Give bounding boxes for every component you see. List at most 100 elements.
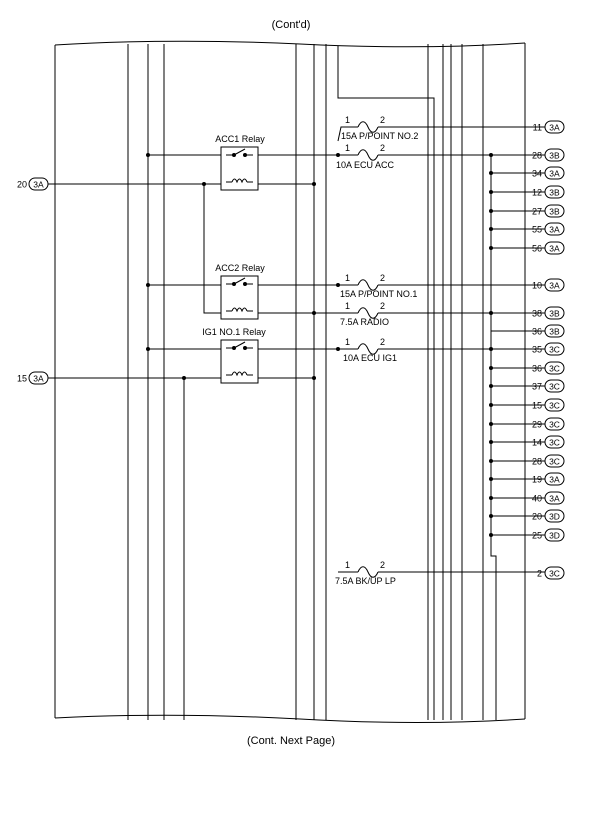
output-connector: 55 3A [532,222,565,236]
input-connector: 20 3A [17,177,49,191]
output-connector-code: 3B [549,327,560,337]
junction-dot [489,171,493,175]
frame-top-edge [54,40,526,48]
output-pin-number: 38 [532,309,542,319]
output-connector-code: 3A [549,281,560,291]
connector-badge [544,379,565,393]
junction-dot [489,459,493,463]
junction-dot [312,182,316,186]
output-connector-code: 3C [549,420,560,430]
junction-dot [146,347,150,351]
output-connector-code: 3B [549,207,560,217]
junction-dot [489,153,493,157]
output-connector-code: 3B [549,188,560,198]
output-connector: 20 3D [532,509,565,523]
junction-dot [312,311,316,315]
output-connector-code: 3B [549,151,560,161]
fuse-symbol-icon [357,121,379,133]
fuse-pin-out: 2 [380,115,385,125]
junction-dot [489,384,493,388]
connector-badge [28,371,49,385]
relay: IG1 NO.1 Relay [202,327,266,384]
fuse-symbol-icon [357,343,379,355]
relay: ACC1 Relay [215,134,265,191]
wires [48,44,545,720]
fuse-symbol-icon [357,566,379,578]
output-pin-number: 40 [532,494,542,504]
output-connector-code: 3A [549,475,560,485]
connector-badge [544,509,565,523]
wire [490,313,545,332]
connector-badge [544,222,565,236]
connector-badge [544,148,565,162]
output-connector-code: 3D [549,512,560,522]
fuse-pin-out: 2 [380,337,385,347]
relay-box [220,339,259,384]
fuse-label: 10A ECU ACC [336,160,395,170]
junction-dot [489,422,493,426]
output-bus-line [490,155,497,720]
wire [203,184,226,314]
output-connector-code: 3D [549,531,560,541]
junction-dot [146,283,150,287]
output-pin-number: 55 [532,225,542,235]
relay-box [220,275,259,320]
junction-dot [489,440,493,444]
fuse-pin-in: 1 [345,301,350,311]
output-connector-code: 3C [549,401,560,411]
junction-dot [489,366,493,370]
output-connector-code: 3A [549,123,560,133]
connector-badge [544,204,565,218]
fuse-pin-in: 1 [345,115,350,125]
output-connector-code: 3C [549,364,560,374]
fuse-pin-out: 2 [380,273,385,283]
junction-dot [336,283,340,287]
fuse-pin-in: 1 [345,273,350,283]
output-pin-number: 20 [532,512,542,522]
connector-badge [544,166,565,180]
relay-switch-icon [233,148,246,156]
continued-note: (Cont'd) [271,19,311,31]
connector-badge [544,342,565,356]
frame-bottom-edge [54,714,526,723]
connector-badge [544,120,565,134]
connector-badge [544,324,565,338]
output-connector-code: 3A [549,169,560,179]
page-frame [54,40,526,723]
output-pin-number: 27 [532,207,542,217]
relay-coil-icon [231,371,248,377]
junction-dot [336,347,340,351]
bus-line [337,46,435,720]
input-connector-code: 3A [33,180,44,190]
output-connector-code: 3A [549,225,560,235]
connector-badge [544,185,565,199]
junction-dot [489,477,493,481]
connector-badge [544,566,565,580]
input-pin-number: 20 [17,180,27,190]
output-pin-number: 28 [532,151,542,161]
input-connector-code: 3A [33,374,44,384]
relay-coil-icon [231,178,248,184]
connector-badge [544,306,565,320]
connector-badge [544,454,565,468]
junction-dot [312,376,316,380]
fuse-pin-in: 1 [345,143,350,153]
fuse-label: 7.5A BK/UP LP [335,576,396,586]
